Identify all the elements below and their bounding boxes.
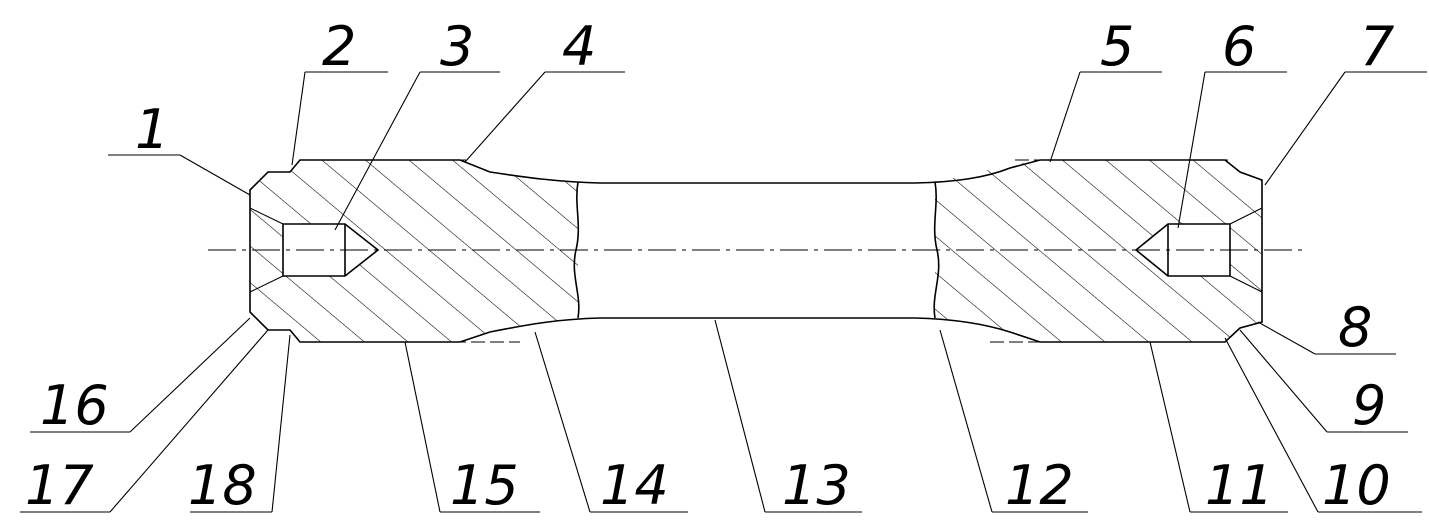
callout-7: 7 — [1360, 15, 1394, 78]
callout-3: 3 — [440, 15, 474, 78]
callout-labels: 1 2 3 4 5 6 7 8 9 10 11 12 13 14 15 16 1… — [25, 15, 1394, 517]
leader-lines — [20, 71, 1427, 513]
specimen-outline — [208, 159, 1302, 343]
callout-16: 16 — [40, 374, 109, 437]
callout-18: 18 — [188, 454, 257, 517]
left-section-hatch — [250, 160, 578, 342]
callout-11: 11 — [1205, 454, 1274, 517]
callout-9: 9 — [1352, 374, 1386, 437]
callout-6: 6 — [1222, 15, 1256, 78]
callout-1: 1 — [135, 98, 169, 161]
callout-5: 5 — [1100, 15, 1134, 78]
callout-15: 15 — [450, 454, 519, 517]
callout-8: 8 — [1338, 296, 1372, 359]
right-section-hatch — [935, 160, 1262, 342]
callout-2: 2 — [322, 15, 356, 78]
callout-10: 10 — [1322, 454, 1391, 517]
callout-13: 13 — [782, 454, 851, 517]
callout-14: 14 — [600, 454, 669, 517]
callout-4: 4 — [562, 15, 596, 78]
callout-17: 17 — [25, 454, 94, 517]
callout-12: 12 — [1005, 454, 1074, 517]
